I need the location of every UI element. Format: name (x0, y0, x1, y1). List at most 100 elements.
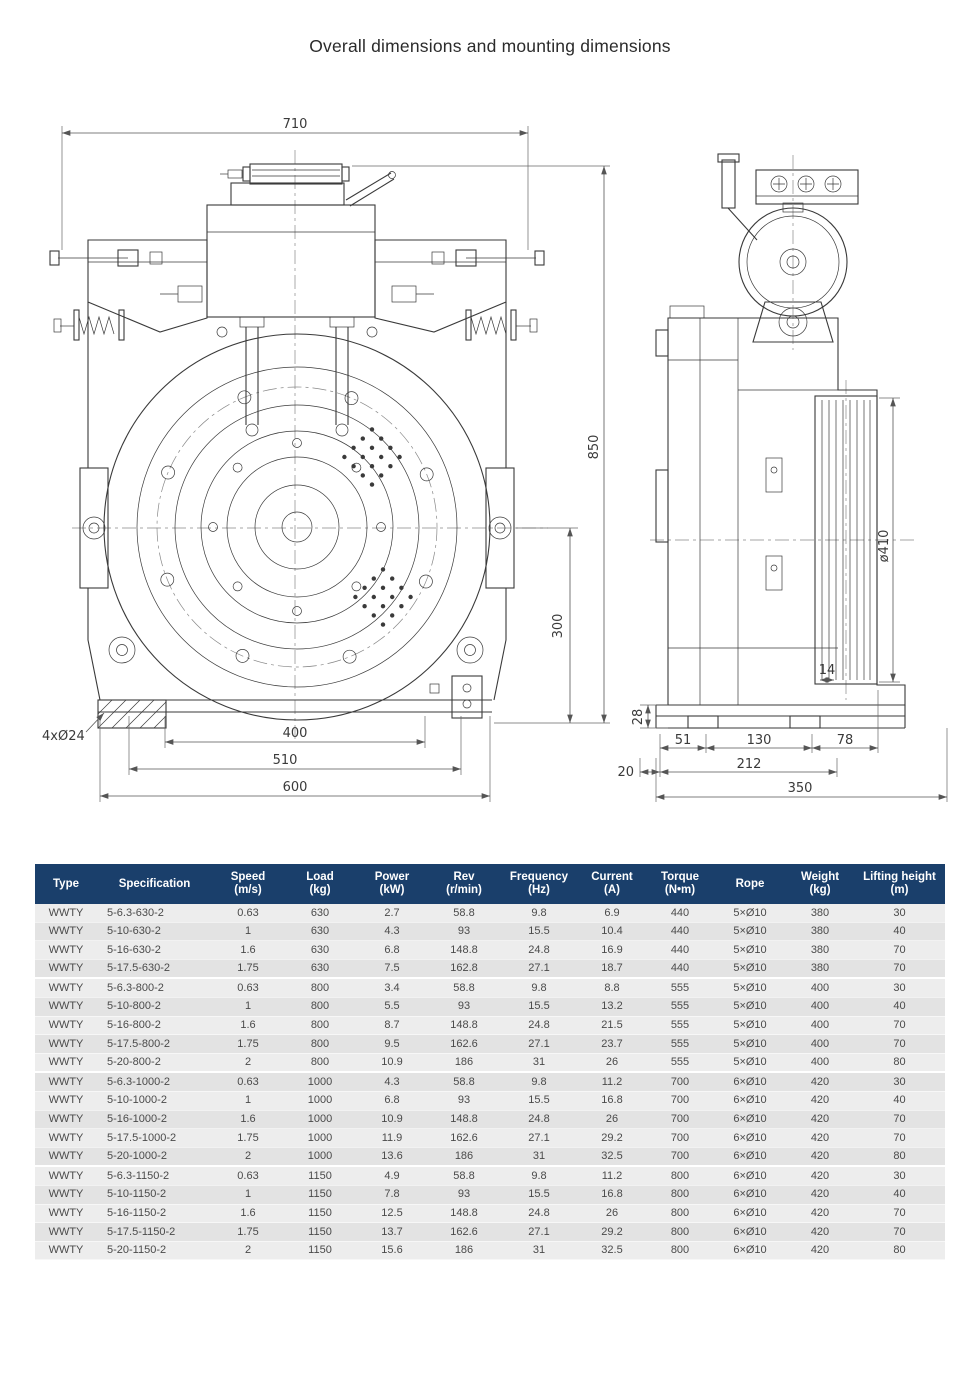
table-cell: 27.1 (500, 1034, 578, 1054)
table-cell: 26 (578, 1204, 646, 1224)
table-cell: 4.3 (356, 1072, 428, 1092)
table-cell: 800 (284, 1016, 356, 1036)
technical-drawing-svg: 710 850 300 400 510 600 4xØ24 (42, 117, 948, 802)
table-cell: 630 (284, 922, 356, 942)
table-cell: 800 (284, 978, 356, 998)
table-cell: 6.8 (356, 1091, 428, 1111)
table-cell: 400 (786, 1016, 854, 1036)
table-cell: 6×Ø10 (714, 1222, 786, 1242)
table-cell: 2 (212, 1053, 284, 1074)
dim-label-510: 510 (273, 753, 298, 768)
column-header: Power(kW) (356, 864, 428, 904)
table-cell: 32.5 (578, 1147, 646, 1168)
table-cell: 11.2 (578, 1072, 646, 1092)
table-cell: 6×Ø10 (714, 1110, 786, 1130)
table-cell: 80 (854, 1053, 945, 1074)
table-cell: 9.8 (500, 904, 578, 923)
table-cell: 5-16-1000-2 (97, 1110, 212, 1130)
table-cell: 5.5 (356, 997, 428, 1017)
table-cell: 420 (786, 1185, 854, 1205)
table-cell: WWTY (35, 904, 97, 923)
column-header: Speed(m/s) (212, 864, 284, 904)
table-cell: 1.75 (212, 1128, 284, 1148)
table-cell: 6×Ø10 (714, 1241, 786, 1261)
table-cell: 700 (646, 1128, 714, 1148)
table-cell: 5-10-1000-2 (97, 1091, 212, 1111)
table-cell: 2.7 (356, 904, 428, 923)
table-cell: 380 (786, 940, 854, 960)
table-cell: WWTY (35, 978, 97, 998)
table-cell: 5×Ø10 (714, 1034, 786, 1054)
table-cell: 13.6 (356, 1147, 428, 1168)
table-cell: 5-6.3-630-2 (97, 904, 212, 923)
table-cell: 6.9 (578, 904, 646, 923)
table-cell: 40 (854, 1185, 945, 1205)
table-cell: 80 (854, 1147, 945, 1168)
table-cell: 2 (212, 1241, 284, 1261)
table-cell: 186 (428, 1147, 500, 1168)
table-cell: WWTY (35, 1034, 97, 1054)
table-cell: 630 (284, 940, 356, 960)
table-cell: 31 (500, 1053, 578, 1074)
table-cell: 1150 (284, 1185, 356, 1205)
table-cell: 7.5 (356, 959, 428, 980)
table-cell: 420 (786, 1166, 854, 1186)
dim-label-212: 212 (737, 757, 762, 772)
table-cell: 9.8 (500, 1072, 578, 1092)
table-cell: 800 (284, 997, 356, 1017)
table-cell: 5×Ø10 (714, 922, 786, 942)
dim-label-sheave-diameter: ø410 (877, 530, 892, 563)
column-header: Frequency(Hz) (500, 864, 578, 904)
table-cell: 30 (854, 978, 945, 998)
table-cell: 400 (786, 1034, 854, 1054)
table-cell: 420 (786, 1204, 854, 1224)
table-cell: 1150 (284, 1241, 356, 1261)
table-cell: 6×Ø10 (714, 1128, 786, 1148)
table-cell: WWTY (35, 997, 97, 1017)
table-cell: 80 (854, 1241, 945, 1261)
table-cell: 16.8 (578, 1091, 646, 1111)
table-cell: 400 (786, 1053, 854, 1074)
table-cell: 148.8 (428, 1204, 500, 1224)
table-cell: 5-16-800-2 (97, 1016, 212, 1036)
table-cell: 5-20-800-2 (97, 1053, 212, 1074)
table-cell: 24.8 (500, 940, 578, 960)
table-cell: 26 (578, 1053, 646, 1074)
table-cell: 0.63 (212, 1072, 284, 1092)
table-cell: 700 (646, 1110, 714, 1130)
dim-label-600: 600 (283, 780, 308, 795)
table-cell: 58.8 (428, 904, 500, 923)
table-cell: 800 (646, 1222, 714, 1242)
table-cell: 6.8 (356, 940, 428, 960)
table-cell: 5-20-1150-2 (97, 1241, 212, 1261)
table-cell: 9.8 (500, 1166, 578, 1186)
dim-label-28: 28 (631, 709, 646, 726)
table-cell: 6×Ø10 (714, 1166, 786, 1186)
table-cell: 380 (786, 922, 854, 942)
table-cell: 70 (854, 1128, 945, 1148)
page-title: Overall dimensions and mounting dimensio… (309, 36, 671, 56)
table-cell: 8.8 (578, 978, 646, 998)
table-cell: 5×Ø10 (714, 997, 786, 1017)
table-cell: 13.7 (356, 1222, 428, 1242)
table-cell: 30 (854, 904, 945, 923)
table-cell: 1000 (284, 1128, 356, 1148)
table-cell: 70 (854, 1016, 945, 1036)
table-cell: 5-17.5-1000-2 (97, 1128, 212, 1148)
table-cell: 24.8 (500, 1110, 578, 1130)
table-cell: 630 (284, 959, 356, 980)
table-cell: 31 (500, 1147, 578, 1168)
table-cell: 440 (646, 904, 714, 923)
table-cell: 700 (646, 1091, 714, 1111)
table-cell: 29.2 (578, 1222, 646, 1242)
table-cell: 1 (212, 997, 284, 1017)
table-cell: 1.75 (212, 1034, 284, 1054)
side-view-dimensions: ø410 14 28 51 130 78 20 212 350 (617, 397, 948, 802)
table-cell: WWTY (35, 940, 97, 960)
